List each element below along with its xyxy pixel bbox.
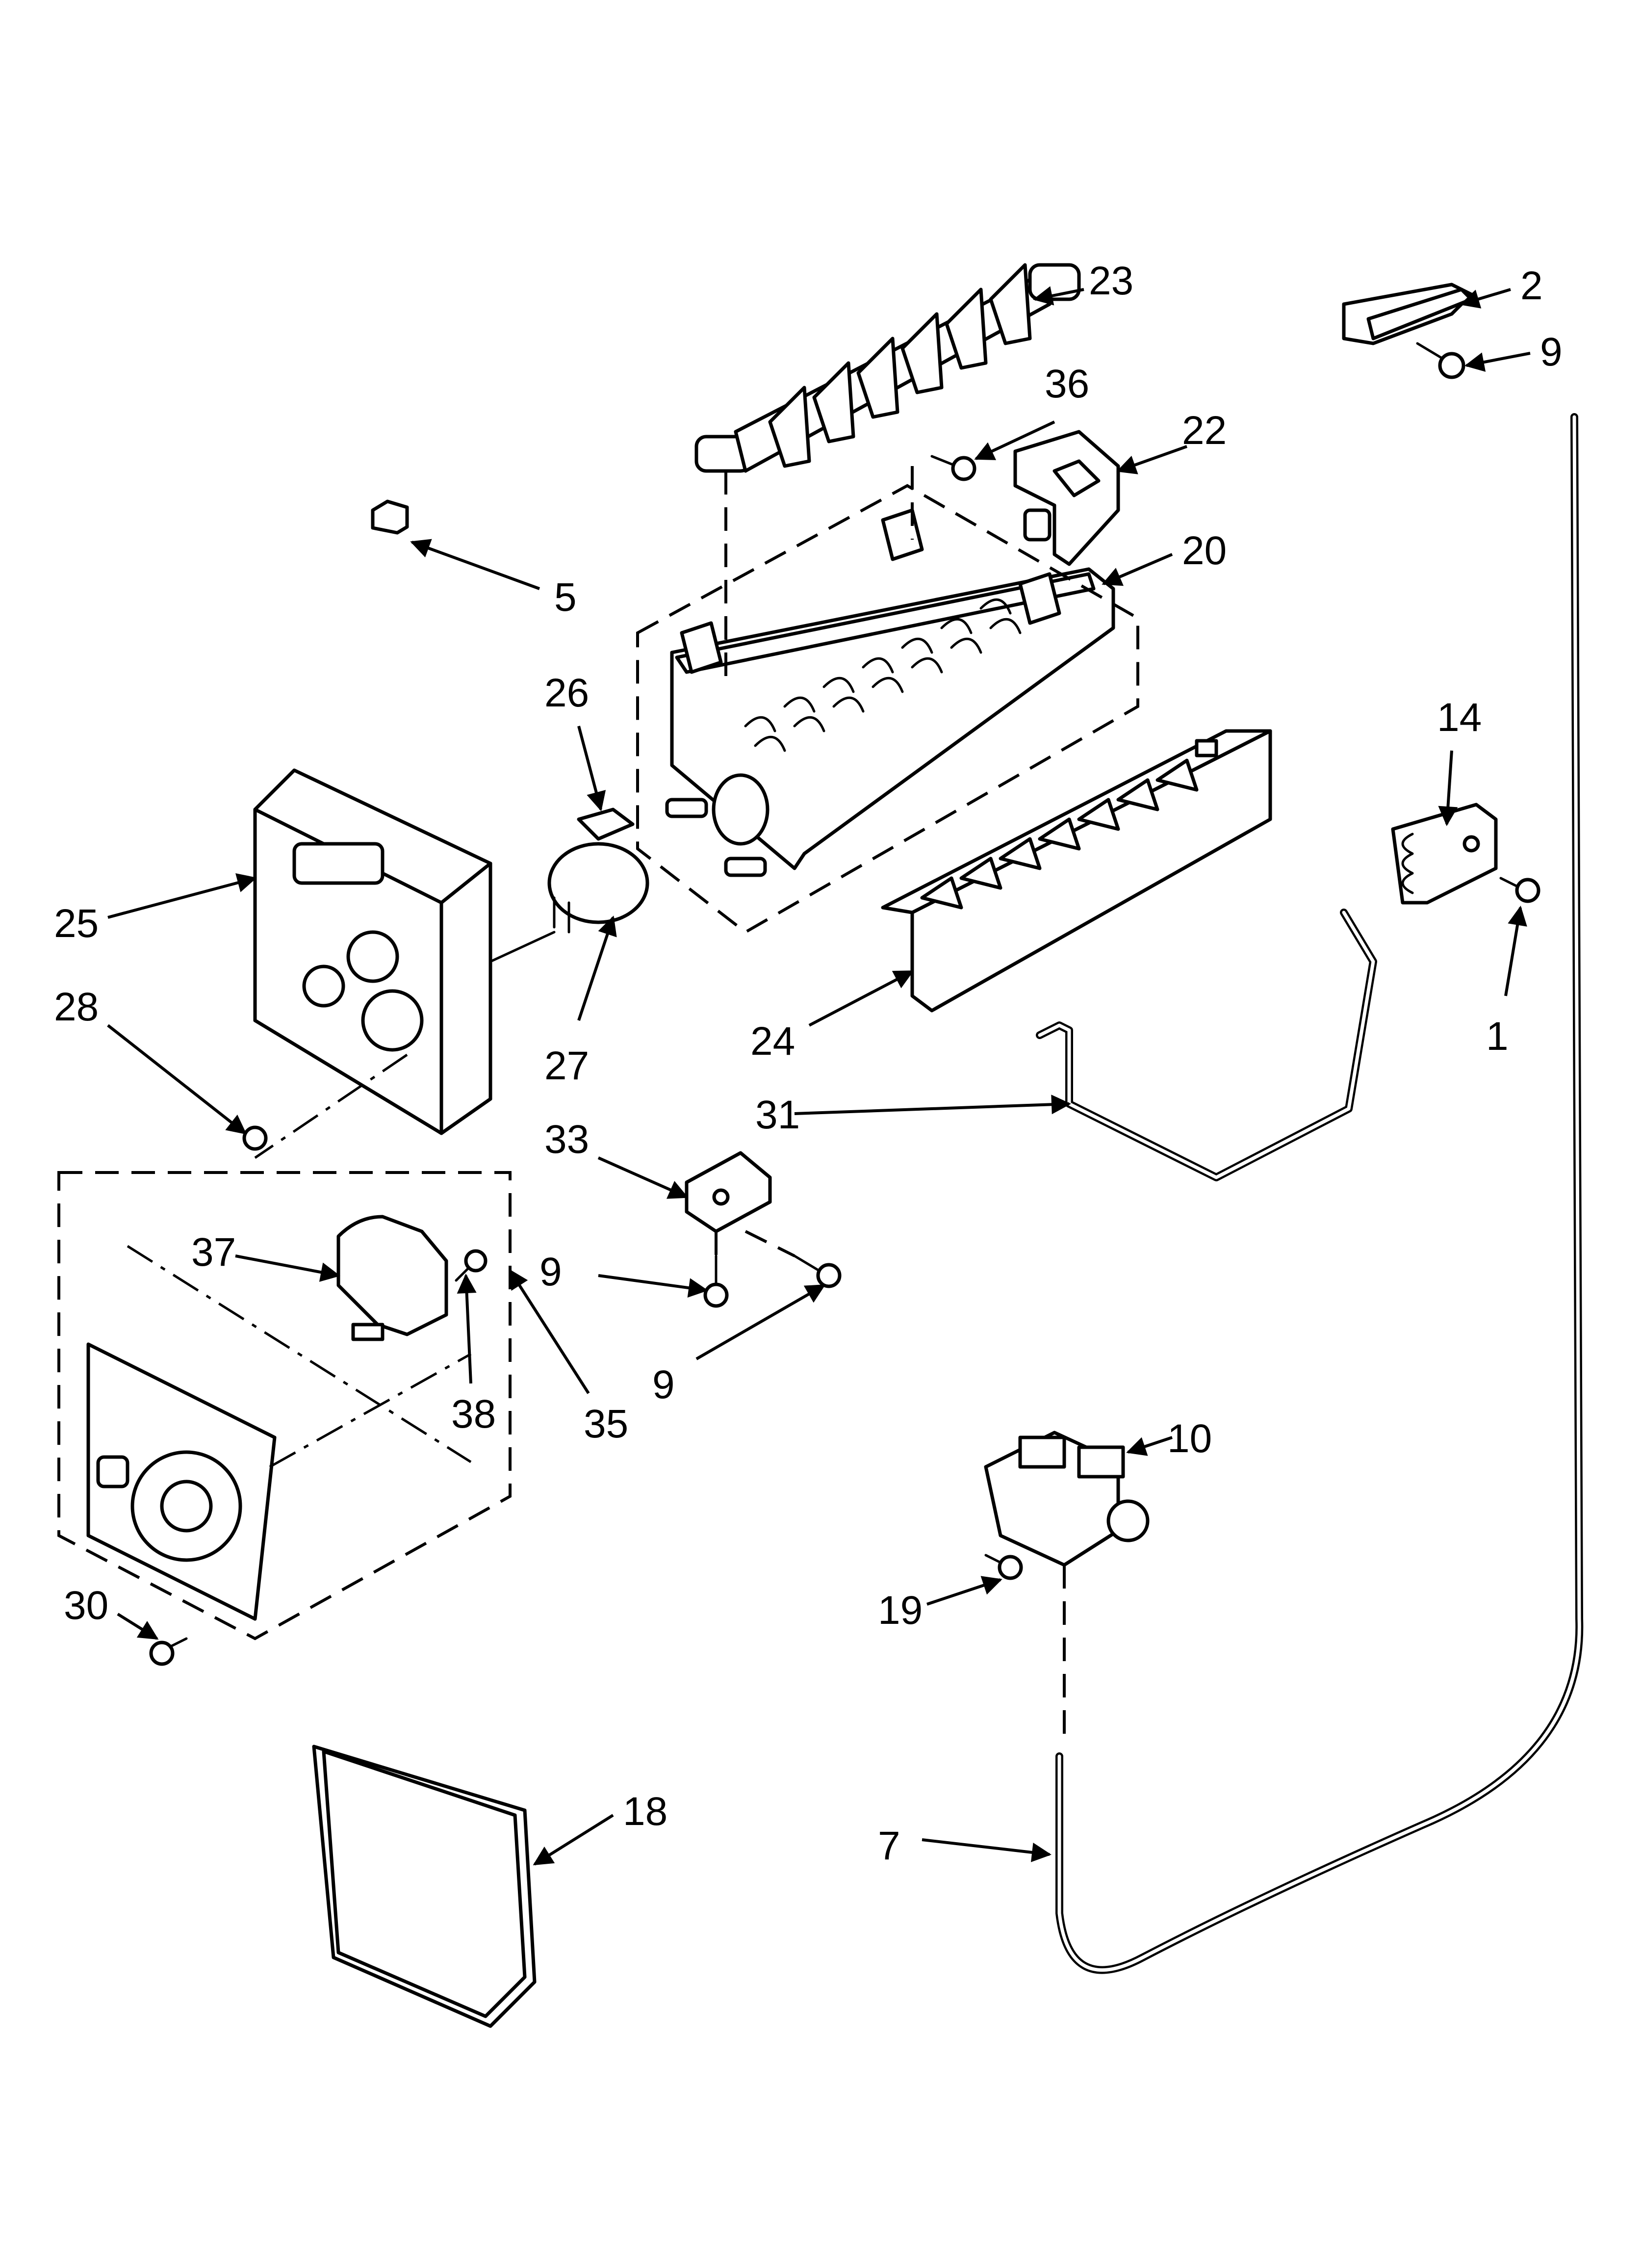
screw-part-30: [149, 1637, 188, 1666]
module-base-part: [86, 1342, 277, 1621]
screw-part-mid-a: [703, 1254, 729, 1308]
callout-27: 27: [544, 1043, 589, 1088]
callout-37: 37: [191, 1230, 236, 1275]
housing-part: [253, 768, 492, 1135]
assembly-guide-lines: [57, 466, 1139, 1747]
screw-part-28: [242, 1125, 268, 1151]
callout-31: 31: [755, 1093, 800, 1137]
water-valve-part: [984, 1431, 1150, 1567]
screw-part-36: [930, 455, 976, 481]
front-cover-part: [312, 1745, 537, 2028]
small-clip-part: [371, 499, 409, 535]
ejector-rake-part: [694, 263, 1081, 473]
callout-26: 26: [544, 671, 589, 715]
callout-1: 1: [1486, 1014, 1509, 1059]
callout-25: 25: [54, 901, 99, 946]
motor-cover-part: [336, 1215, 448, 1341]
screw-part-mid-b: [793, 1254, 842, 1288]
spring-clip-part: [1391, 803, 1498, 905]
callout-9-top: 9: [1540, 330, 1563, 374]
callout-19: 19: [878, 1588, 923, 1633]
screw-part-1: [1499, 877, 1540, 903]
mount-bracket-part: [685, 1151, 772, 1233]
fill-cup-part: [1013, 430, 1120, 566]
callout-5: 5: [554, 575, 577, 620]
callout-22: 22: [1182, 408, 1227, 453]
callout-labels: 23 2 9 36 22 5 20 26 14 25 1 28 27 24 31…: [54, 259, 1563, 1868]
callout-leaders: [107, 286, 1531, 1866]
fill-tube-part: [1055, 413, 1584, 1974]
callout-14: 14: [1437, 695, 1482, 740]
callout-23: 23: [1089, 259, 1133, 303]
screw-part-19: [984, 1554, 1023, 1580]
motor-part: [547, 842, 649, 934]
ice-mold-part: [665, 508, 1115, 877]
callout-2: 2: [1520, 263, 1543, 308]
callout-7: 7: [878, 1824, 900, 1868]
callout-9-mid-b: 9: [652, 1362, 675, 1407]
stripper-part: [881, 729, 1272, 1013]
callout-10: 10: [1167, 1416, 1212, 1461]
callout-28: 28: [54, 985, 99, 1029]
callout-24: 24: [750, 1019, 795, 1064]
callout-30: 30: [64, 1583, 108, 1628]
screw-part-38: [455, 1249, 487, 1282]
retainer-bracket-part: [577, 808, 635, 841]
callout-33: 33: [544, 1117, 589, 1162]
callout-20: 20: [1182, 528, 1227, 573]
callout-36: 36: [1045, 362, 1089, 406]
callout-35: 35: [584, 1402, 628, 1446]
shutoff-arm-part: [1036, 909, 1377, 1181]
screw-part-top-right: [1416, 342, 1465, 379]
callout-18: 18: [623, 1789, 667, 1834]
callout-38: 38: [451, 1392, 496, 1436]
callout-9-mid-a: 9: [539, 1250, 562, 1294]
bracket-clip-part: [1342, 283, 1473, 345]
